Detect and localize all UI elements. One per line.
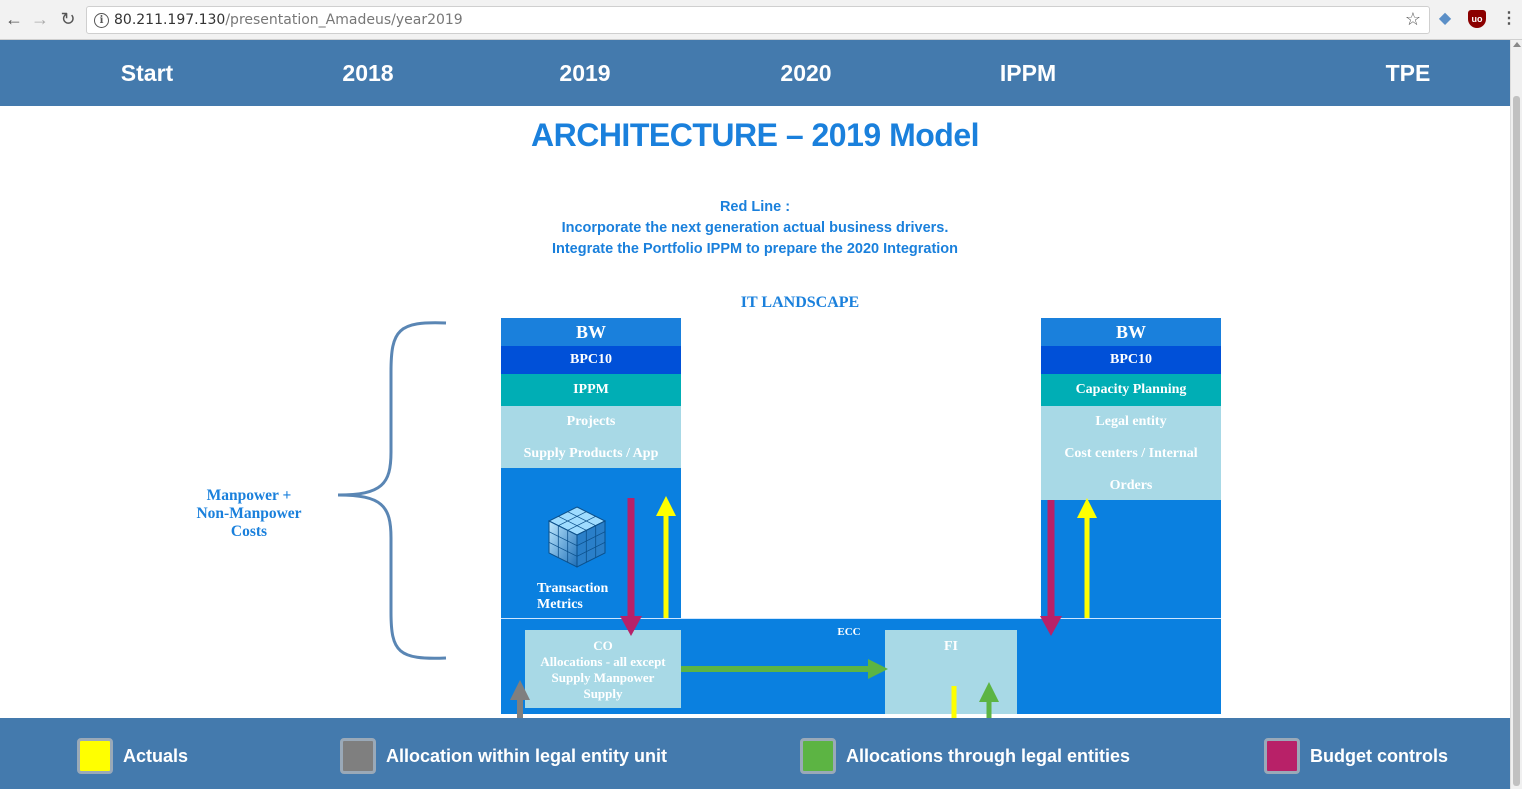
brace-label: Manpower + Non-Manpower Costs — [180, 487, 318, 541]
ecc-label: ECC — [837, 626, 861, 638]
right-bw-block: BW — [1041, 318, 1221, 346]
legend-swatch-allocation-through — [800, 738, 836, 774]
legend-label-allocation-within: Allocation within legal entity unit — [386, 746, 668, 766]
legend-swatch-budget — [1264, 738, 1300, 774]
url-path: /presentation_Amadeus/year2019 — [225, 12, 463, 28]
left-brace-icon — [337, 321, 447, 660]
legend-swatch-allocation-within — [340, 738, 376, 774]
redline-line-2: Integrate the Portfolio IPPM to prepare … — [551, 241, 959, 257]
left-item-supply: Supply Products / App — [523, 446, 659, 461]
legend-swatch-actuals — [77, 738, 113, 774]
left-ippm-block: IPPM — [501, 374, 681, 406]
nav-2018[interactable]: 2018 — [342, 60, 394, 86]
brace-label-line-3: Costs — [230, 523, 268, 540]
transaction-metrics-line-2: Metrics — [537, 597, 583, 612]
reload-icon[interactable]: ↻ — [60, 9, 76, 29]
page-scrollbar[interactable] — [1510, 40, 1522, 789]
nav-tpe[interactable]: TPE — [1385, 60, 1431, 86]
legend-bar: Actuals Allocation within legal entity u… — [0, 718, 1510, 789]
co-line-2: Supply Manpower — [551, 670, 655, 685]
co-box: CO Allocations - all except Supply Manpo… — [525, 630, 681, 708]
browser-toolbar: ← → ↻ i 80.211.197.130/presentation_Amad… — [0, 0, 1522, 40]
redline-text: Red Line : Incorporate the next generati… — [0, 197, 1510, 260]
kebab-menu-icon[interactable]: ⋮ — [1501, 10, 1517, 27]
it-landscape-title: IT LANDSCAPE — [740, 294, 860, 311]
legend-label-allocation-through: Allocations through legal entities — [846, 746, 1131, 766]
right-capacity-planning-block: Capacity Planning — [1041, 374, 1221, 406]
data-cube-icon — [547, 506, 607, 568]
nav-2019[interactable]: 2019 — [559, 60, 611, 86]
redline-line-1: Incorporate the next generation actual b… — [561, 220, 949, 236]
legend-label-actuals: Actuals — [123, 746, 189, 766]
co-line-1: Allocations - all except — [540, 654, 666, 669]
brace-label-line-1: Manpower + — [206, 487, 292, 504]
info-icon[interactable]: i — [94, 13, 109, 28]
address-bar[interactable]: i 80.211.197.130/presentation_Amadeus/ye… — [86, 6, 1430, 34]
right-item-cost-centers: Cost centers / Internal — [1064, 446, 1198, 461]
left-items-block: Projects Supply Products / App — [501, 406, 681, 468]
fi-box: FI — [885, 630, 1017, 714]
right-item-legal-entity: Legal entity — [1095, 414, 1167, 429]
left-bw-block: BW — [501, 318, 681, 346]
right-bpc10-block: BPC10 — [1041, 346, 1221, 374]
page-title: ARCHITECTURE – 2019 Model — [530, 117, 980, 153]
ublock-icon[interactable]: uo — [1468, 10, 1486, 28]
nav-ippm[interactable]: IPPM — [999, 60, 1057, 86]
transaction-metrics-line-1: Transaction — [537, 581, 609, 596]
right-items-block: Legal entity Cost centers / Internal Ord… — [1041, 406, 1221, 500]
scroll-up-arrow-icon[interactable] — [1513, 42, 1521, 47]
forward-arrow-icon[interactable]: → — [31, 9, 49, 29]
co-line-3: Supply — [583, 686, 623, 701]
top-navigation: Start 2018 2019 2020 IPPM TPE — [0, 40, 1510, 106]
url-text[interactable]: 80.211.197.130/presentation_Amadeus/year… — [114, 12, 463, 28]
back-arrow-icon[interactable]: ← — [5, 9, 23, 29]
nav-start[interactable]: Start — [120, 60, 174, 86]
transaction-metrics-label: Transaction Metrics — [537, 581, 608, 613]
left-item-projects: Projects — [566, 414, 616, 429]
right-lower-area — [1041, 500, 1221, 618]
brace-label-line-2: Non-Manpower — [196, 505, 302, 522]
redline-heading: Red Line : — [719, 199, 791, 215]
left-bpc10-block: BPC10 — [501, 346, 681, 374]
legend-label-budget: Budget controls — [1310, 746, 1448, 766]
url-host: 80.211.197.130 — [114, 12, 226, 28]
extension-tag-icon[interactable]: ◆ — [1438, 10, 1452, 27]
right-item-orders: Orders — [1109, 478, 1153, 493]
bookmark-star-icon[interactable]: ☆ — [1404, 9, 1421, 29]
scroll-thumb[interactable] — [1513, 96, 1520, 786]
nav-2020[interactable]: 2020 — [780, 60, 832, 86]
co-title: CO — [593, 638, 613, 653]
